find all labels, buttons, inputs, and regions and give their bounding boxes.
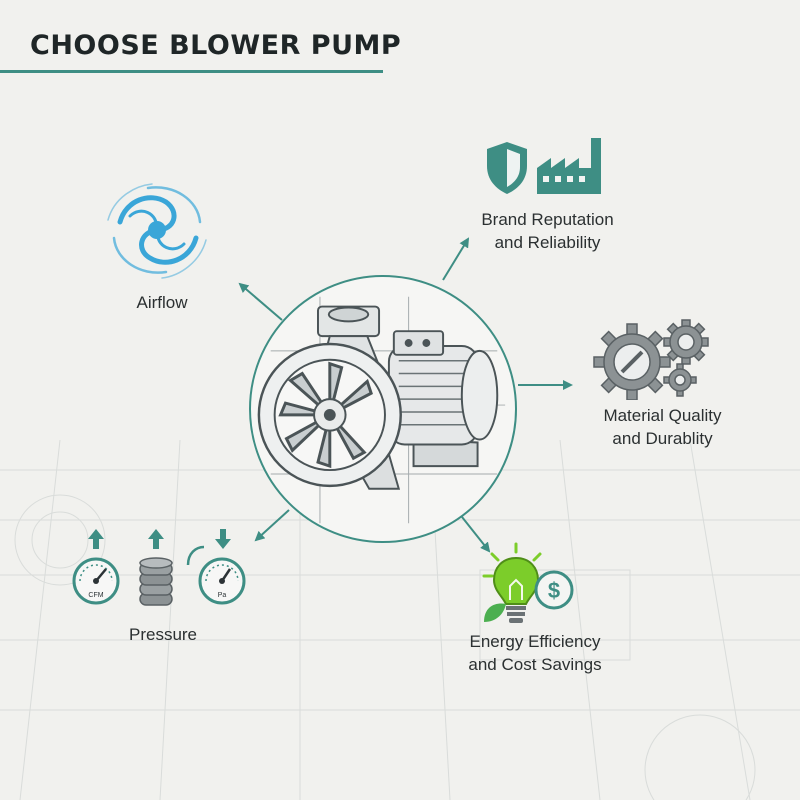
blower-pump-icon [257,296,506,524]
arrow-to-brand [442,237,470,281]
brand-label-line2: and Reliability [494,233,601,252]
gears-icon [590,318,718,400]
airflow-swirl-icon [100,180,215,280]
dollar-coin-icon: $ [534,570,574,610]
blower-pump-illustration [249,275,517,543]
svg-text:$: $ [548,578,560,603]
material-label-line1: Material Quality [603,406,722,425]
energy-label-line2: and Cost Savings [468,655,602,674]
down-arrow-icon [215,529,231,549]
brand-label-line1: Brand Reputation [481,210,614,229]
gauge-icon-left: CFM [72,529,120,605]
brand-label: Brand Reputation and Reliability [460,208,635,254]
shield-icon [483,140,531,196]
arrow-to-energy [461,516,491,553]
gauge-icon-right: Pa [186,529,246,605]
leaf-icon [484,603,506,622]
up-arrow-icon [148,529,164,549]
title-underline [0,70,383,73]
arrow-to-airflow [238,282,283,321]
energy-label-line1: Energy Efficiency [469,632,601,651]
material-label-line2: and Durablity [612,429,713,448]
energy-icon-group: $ [480,540,580,632]
pressure-label: Pressure [128,625,198,644]
page-title: CHOOSE BLOWER PUMP [30,30,402,61]
coin-stack-icon [139,529,173,606]
airflow-label: Airflow [136,293,188,312]
gauge-right-unit: Pa [218,592,227,599]
pressure-icon-group: CFM Pa [72,525,252,615]
material-label: Material Quality and Durablity [580,404,745,450]
up-arrow-icon [88,529,104,549]
factory-icon [535,132,607,196]
gauge-left-unit: CFM [88,592,103,599]
energy-label: Energy Efficiency and Cost Savings [440,630,630,676]
arrow-to-pressure [254,509,290,542]
